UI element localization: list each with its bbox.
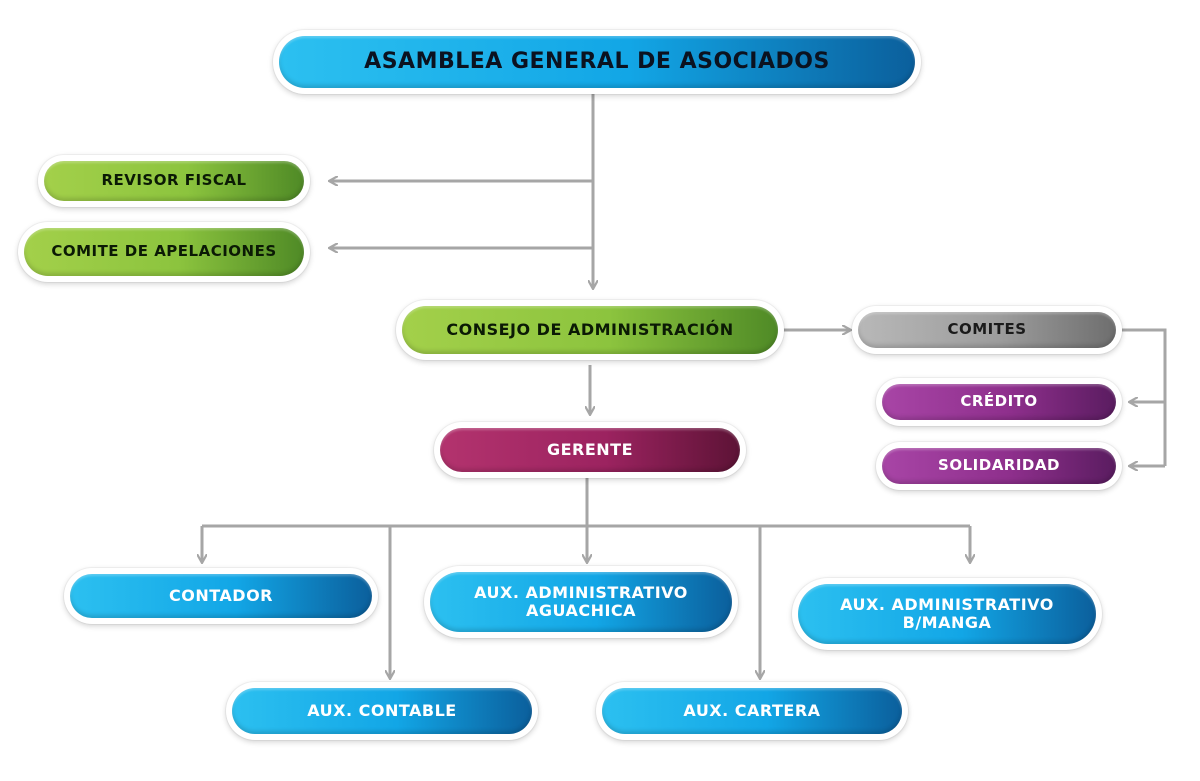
node-comites-label: COMITES: [947, 320, 1027, 339]
node-aux-contable: AUX. CONTABLE: [226, 682, 538, 740]
node-contador: CONTADOR: [64, 568, 378, 624]
node-consejo: CONSEJO DE ADMINISTRACIÓN: [396, 300, 784, 360]
node-contador-label: CONTADOR: [169, 585, 273, 605]
node-aux-aguachica-line2: AGUACHICA: [525, 601, 637, 620]
node-revisor-fiscal-label: REVISOR FISCAL: [101, 171, 247, 190]
node-comites: COMITES: [852, 306, 1122, 354]
node-comite-apelaciones-label: COMITE DE APELACIONES: [51, 242, 277, 261]
node-comite-apelaciones: COMITE DE APELACIONES: [18, 222, 310, 282]
node-solidaridad-label: SOLIDARIDAD: [938, 456, 1060, 475]
node-aux-cartera: AUX. CARTERA: [596, 682, 908, 740]
node-asamblea-label: ASAMBLEA GENERAL DE ASOCIADOS: [364, 49, 830, 75]
node-aux-administrativo-aguachica: AUX. ADMINISTRATIVO AGUACHICA: [424, 566, 738, 638]
node-aux-aguachica-line1: AUX. ADMINISTRATIVO: [474, 582, 688, 602]
node-asamblea: ASAMBLEA GENERAL DE ASOCIADOS: [273, 30, 921, 94]
node-aux-cartera-label: AUX. CARTERA: [683, 700, 821, 720]
node-credito-label: CRÉDITO: [960, 392, 1038, 411]
line-comites-bracket: [1122, 328, 1167, 466]
node-consejo-label: CONSEJO DE ADMINISTRACIÓN: [446, 319, 734, 339]
node-aux-contable-label: AUX. CONTABLE: [307, 700, 457, 720]
node-solidaridad: SOLIDARIDAD: [876, 442, 1122, 490]
node-aux-bmanga-line1: AUX. ADMINISTRATIVO: [840, 594, 1054, 614]
node-gerente: GERENTE: [434, 422, 746, 478]
node-credito: CRÉDITO: [876, 378, 1122, 426]
node-gerente-label: GERENTE: [546, 439, 634, 459]
node-revisor-fiscal: REVISOR FISCAL: [38, 155, 310, 207]
node-aux-bmanga-line2: B/MANGA: [902, 613, 992, 632]
node-aux-administrativo-bmanga: AUX. ADMINISTRATIVO B/MANGA: [792, 578, 1102, 650]
